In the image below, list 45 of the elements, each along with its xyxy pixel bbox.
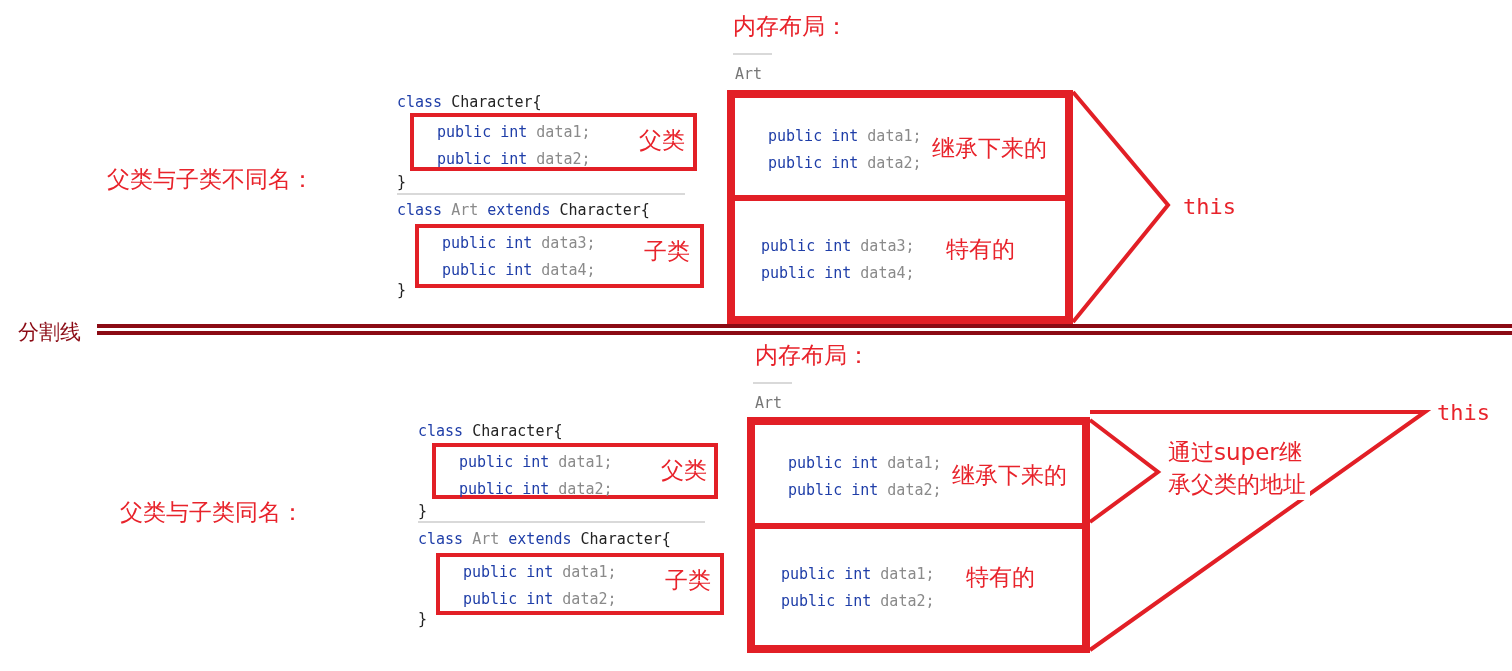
code-line: public int data2; (437, 150, 591, 168)
code-line: public int data1; (437, 123, 591, 141)
code-line: public int data1; (781, 565, 935, 583)
class-name-text: Art (755, 393, 783, 414)
code-line: public int data2; (788, 481, 942, 499)
code-line: public int data1; (788, 454, 942, 472)
code-box (432, 443, 718, 499)
code-line: } (397, 173, 407, 191)
note-text: 特有的 (946, 235, 1015, 263)
note-text: 继承下来的 (932, 134, 1047, 162)
code-line: public int data2; (463, 590, 617, 608)
code-box (410, 113, 697, 171)
heading: 内存布局： (733, 12, 848, 40)
code-line: public int data3; (761, 237, 915, 255)
section-label: 父类与子类不同名： (107, 165, 314, 193)
note-text: 子类 (665, 566, 711, 594)
code-line: public int data1; (459, 453, 613, 471)
code-line: } (418, 610, 428, 628)
code-box (415, 224, 704, 288)
code-line: public int data2; (781, 592, 935, 610)
code-line: public int data4; (761, 264, 915, 282)
code-line: public int data2; (768, 154, 922, 172)
code-line: class Art extends Character{ (418, 530, 671, 548)
pointer-label: this (1437, 399, 1490, 427)
note-text: 父类 (639, 126, 685, 154)
memory-block (727, 90, 1073, 324)
code-line: public int data1; (463, 563, 617, 581)
code-line: public int data1; (768, 127, 922, 145)
code-line: public int data3; (442, 234, 596, 252)
code-line: public int data4; (442, 261, 596, 279)
note-text: 子类 (644, 237, 690, 265)
class-name-text: Art (735, 64, 763, 85)
note-text: 特有的 (966, 563, 1035, 591)
divider-label: 分割线 (18, 319, 81, 346)
pointer-label: this (1183, 193, 1236, 221)
note-text: 父类 (661, 456, 707, 484)
memory-block (747, 417, 1090, 653)
code-box (436, 553, 724, 615)
note-text: 继承下来的 (952, 461, 1067, 489)
section-label: 父类与子类同名： (120, 498, 304, 526)
code-line: } (397, 281, 407, 299)
heading: 内存布局： (755, 341, 870, 369)
code-line: } (418, 502, 428, 520)
code-line: public int data2; (459, 480, 613, 498)
code-line: class Art extends Character{ (397, 201, 650, 219)
